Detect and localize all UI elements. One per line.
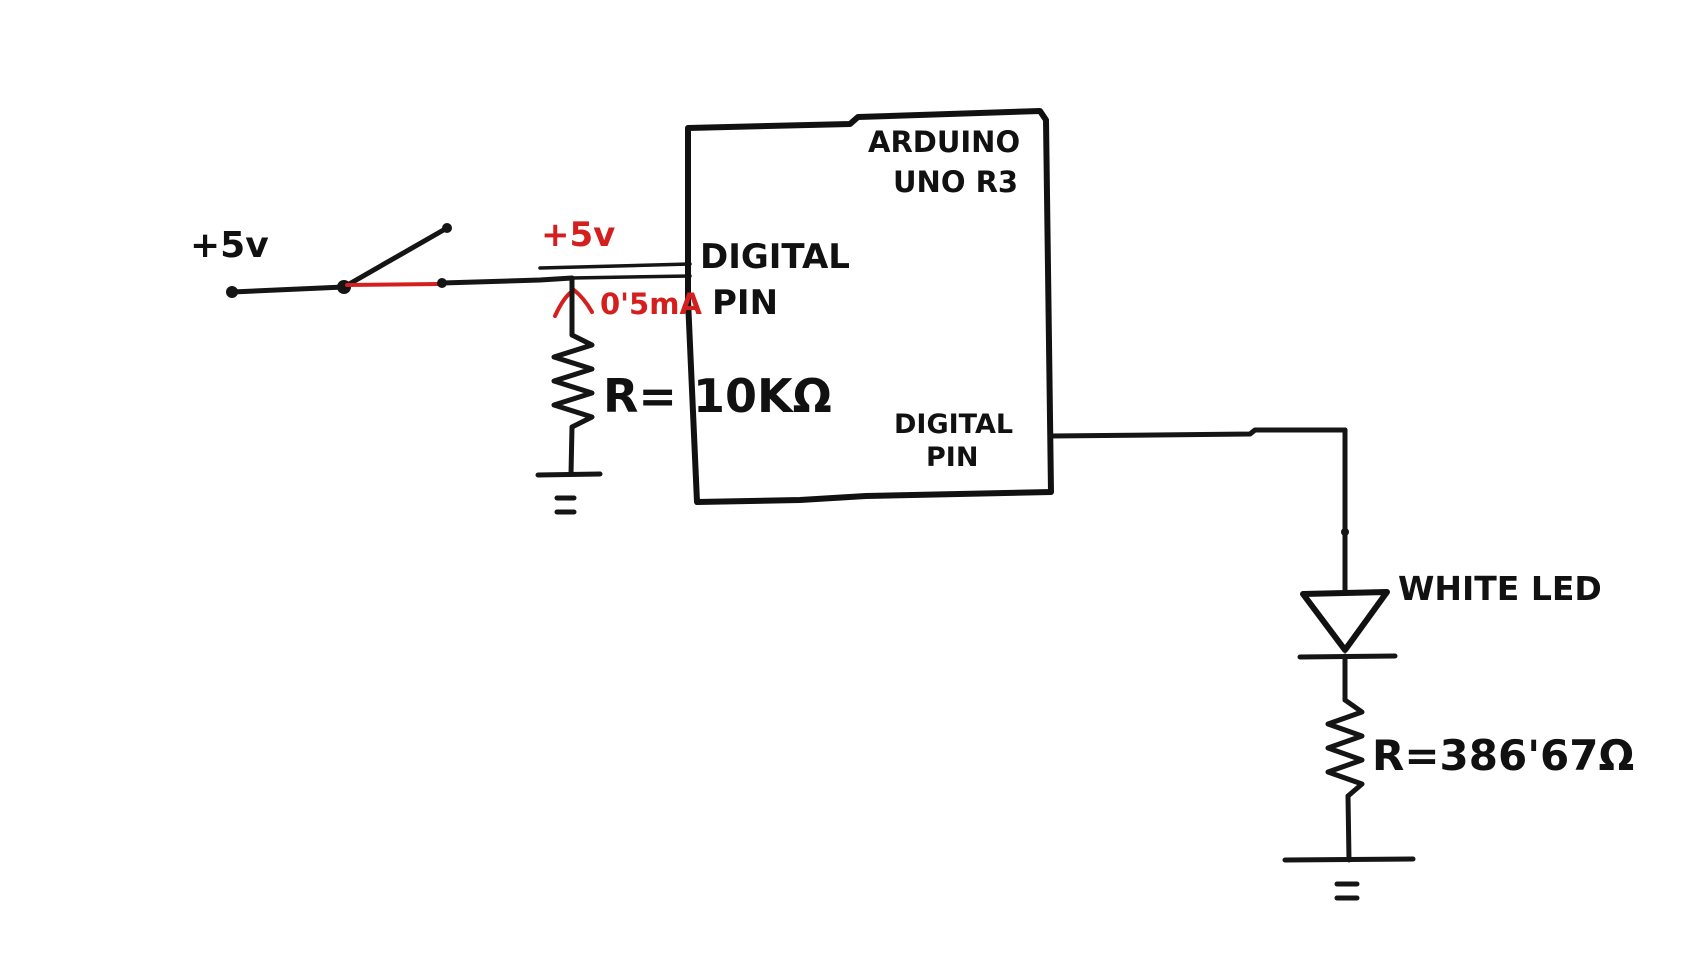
output-pin-label-line1: DIGITAL bbox=[894, 409, 1013, 440]
input-pin-label-line1: DIGITAL bbox=[700, 237, 850, 277]
ground-icon bbox=[535, 471, 603, 515]
input-pin-label-line2: PIN bbox=[712, 283, 778, 323]
input-voltage-label: +5v bbox=[541, 215, 615, 255]
source-voltage-label: +5v bbox=[190, 225, 269, 266]
input-current-label: 0'5mA bbox=[600, 287, 702, 321]
output-pin-label-line2: PIN bbox=[926, 442, 978, 473]
output-wire bbox=[1048, 427, 1349, 595]
input-wire bbox=[439, 262, 692, 286]
diode-icon bbox=[1297, 589, 1398, 703]
board-name-line1: ARDUINO bbox=[868, 125, 1020, 159]
resistor-icon bbox=[551, 276, 595, 477]
led-resistor-icon bbox=[1325, 697, 1365, 863]
board-name-line2: UNO R3 bbox=[893, 165, 1018, 199]
led-label: WHITE LED bbox=[1398, 569, 1602, 608]
pulldown-resistor-label: R= 10KΩ bbox=[603, 369, 832, 423]
arduino-board bbox=[685, 108, 1054, 505]
led-resistor-label: R=386'67Ω bbox=[1372, 731, 1634, 780]
ground-icon bbox=[1282, 856, 1416, 901]
switch-icon bbox=[226, 223, 452, 298]
